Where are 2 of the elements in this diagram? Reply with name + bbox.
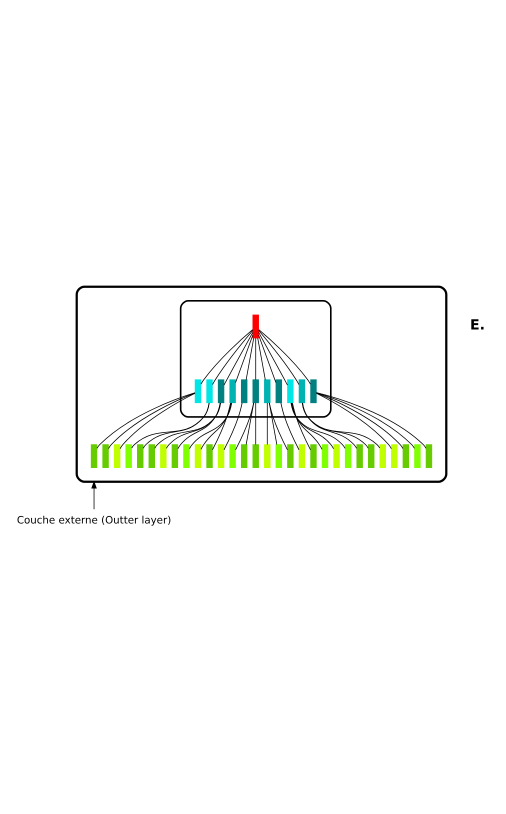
label: E. <box>470 317 486 334</box>
node-text: Couche externe (Outter layer) <box>16 514 172 526</box>
